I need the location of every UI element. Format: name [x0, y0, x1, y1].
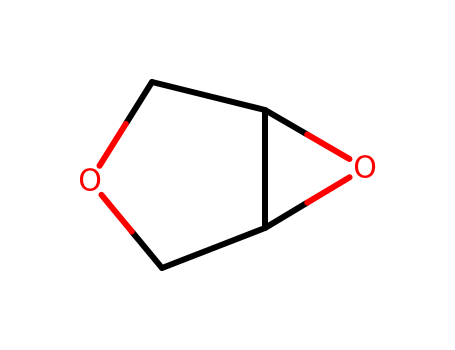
bond-c4-c2: [159, 225, 268, 271]
bond-c4-o2: [262, 174, 353, 231]
atom-label-o1: O: [78, 164, 102, 199]
bond-half: [149, 79, 212, 99]
atom-label-o2: O: [353, 151, 377, 186]
bond-half: [304, 131, 353, 162]
bond-half: [96, 120, 129, 169]
bond-half: [262, 199, 311, 231]
bond-half: [304, 174, 353, 206]
bond-c3-o2: [262, 107, 353, 162]
bond-half: [210, 225, 268, 251]
bond-c2-o1: [98, 191, 165, 271]
bond-half: [98, 191, 135, 235]
bond-half: [262, 107, 311, 138]
bond-half: [128, 228, 165, 271]
bond-half: [122, 79, 155, 127]
bond-c1-o1: [96, 79, 155, 169]
bond-c1-c3: [149, 79, 268, 113]
bond-half: [205, 93, 268, 113]
bond-half: [159, 245, 217, 271]
bonds-layer: [96, 79, 353, 271]
